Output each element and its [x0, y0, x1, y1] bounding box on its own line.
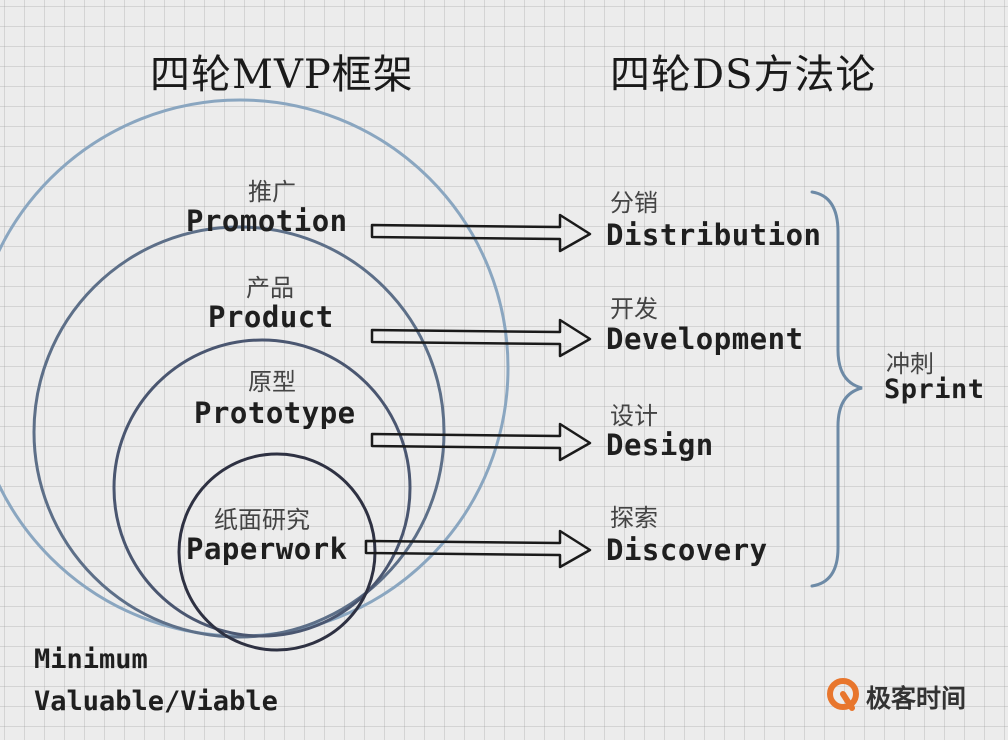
prototype-label-zh: 原型: [248, 368, 296, 396]
geektime-logo-icon: [827, 678, 859, 711]
sprint-label-zh: 冲刺: [886, 350, 934, 378]
arrow-prototype-design: [370, 422, 592, 462]
design-label-en: Design: [606, 428, 714, 462]
promotion-label-en: Promotion: [186, 204, 348, 238]
distribution-label-en: Distribution: [606, 218, 822, 252]
mvp-minimum-text: Minimum: [34, 644, 148, 675]
paperwork-label-zh: 纸面研究: [214, 506, 310, 534]
arrow-product-development: [370, 318, 592, 358]
development-label-en: Development: [606, 322, 804, 356]
product-label-zh: 产品: [246, 274, 294, 302]
discovery-label-en: Discovery: [606, 533, 768, 567]
paperwork-label-en: Paperwork: [186, 532, 348, 566]
distribution-label-zh: 分销: [610, 189, 658, 217]
sprint-brace: [810, 190, 863, 588]
discovery-label-zh: 探索: [610, 504, 658, 532]
sprint-label-en: Sprint: [884, 374, 985, 405]
geektime-logo: 极客时间: [826, 676, 986, 716]
design-label-zh: 设计: [610, 402, 658, 430]
prototype-label-en: Prototype: [194, 396, 356, 430]
arrow-promotion-distribution: [370, 213, 592, 253]
geektime-logo-text: 极客时间: [866, 684, 967, 713]
arrow-paperwork-discovery: [364, 529, 592, 569]
mvp-framework-title: 四轮MVP框架: [150, 52, 414, 98]
promotion-label-zh: 推广: [248, 178, 296, 206]
circle-prototype: [112, 338, 412, 638]
mvp-valuable-viable-text: Valuable/Viable: [34, 686, 278, 717]
development-label-zh: 开发: [610, 295, 658, 323]
ds-methodology-title: 四轮DS方法论: [610, 52, 877, 98]
product-label-en: Product: [208, 300, 334, 334]
circle-product: [32, 225, 446, 639]
